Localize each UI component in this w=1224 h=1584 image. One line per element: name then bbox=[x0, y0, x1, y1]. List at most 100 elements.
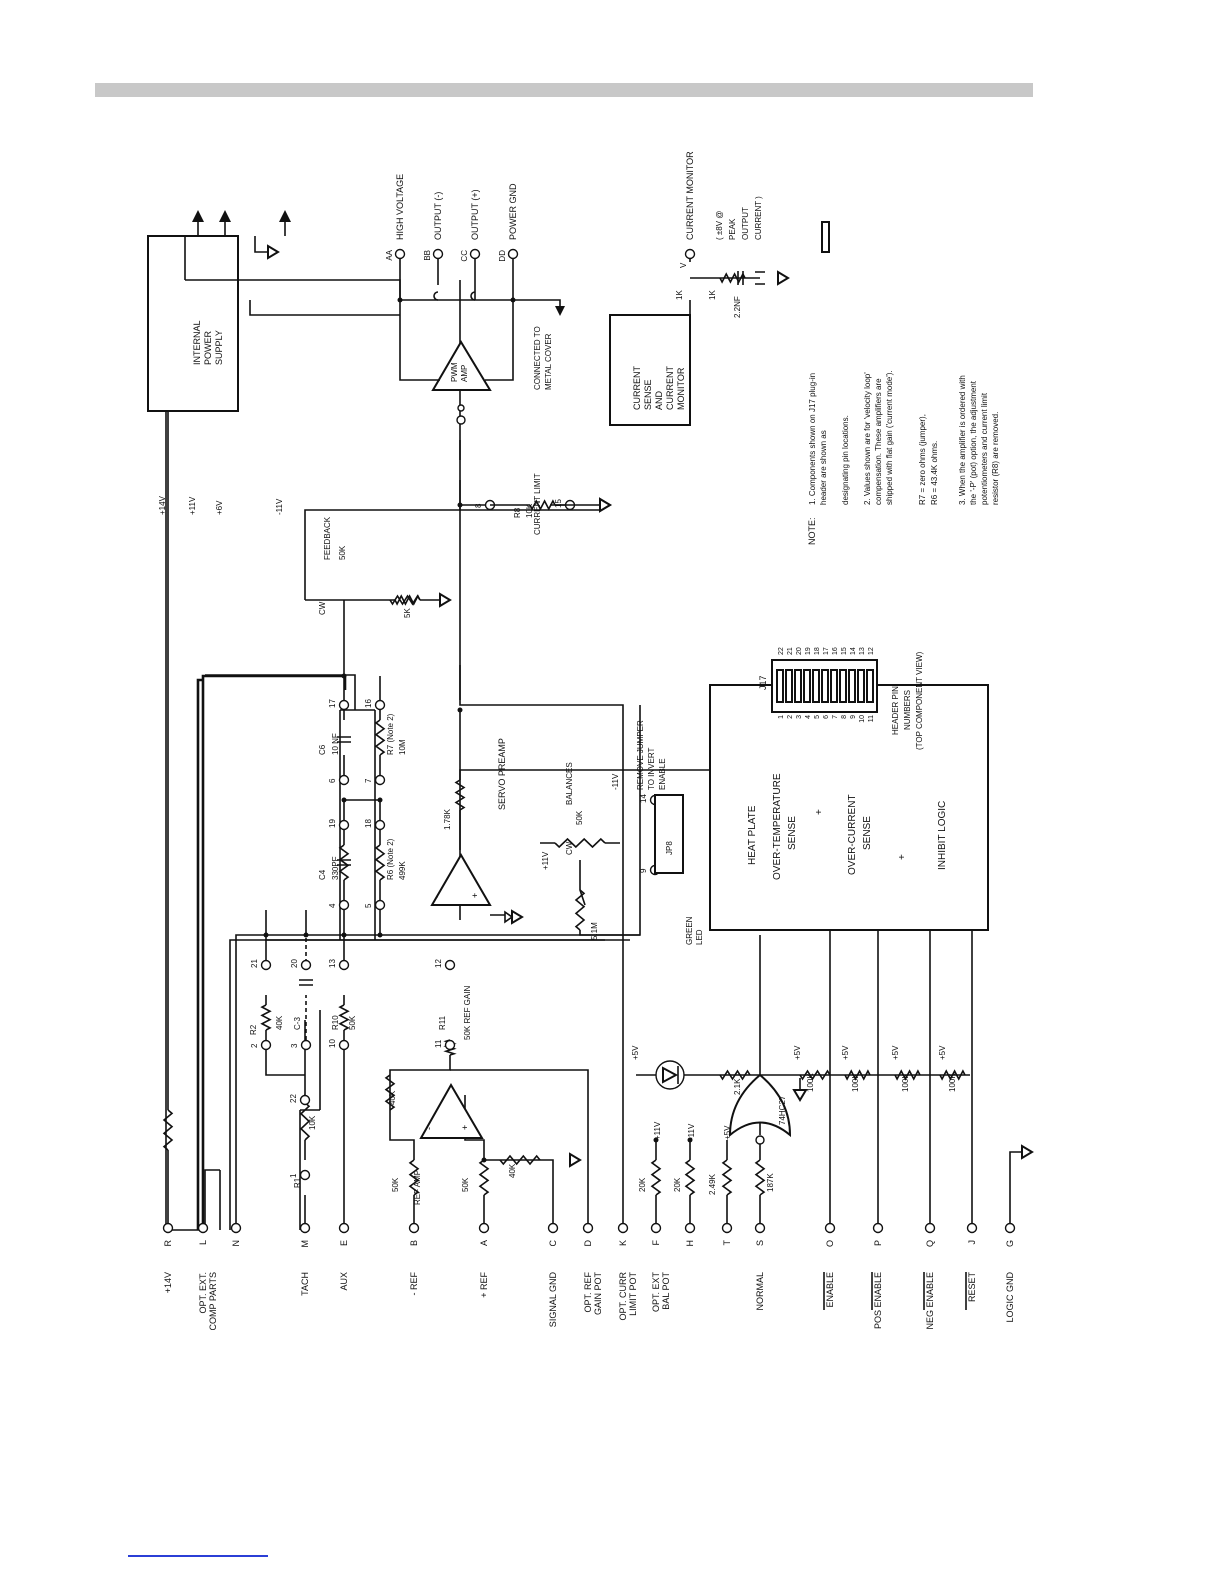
header-pin-22 bbox=[299, 1094, 311, 1106]
signal-label-currpot: OPT. CURRLIMIT POT bbox=[618, 1272, 638, 1321]
j17-left-pin-3: 3 bbox=[796, 715, 803, 719]
note-1b: designating pin locations. bbox=[841, 415, 850, 505]
r20a bbox=[650, 1159, 662, 1196]
r100c-label: 100K bbox=[901, 1073, 910, 1092]
header-pin-label-19: 19 bbox=[328, 819, 337, 828]
junction-dot bbox=[341, 932, 347, 938]
p5v-5: +5V bbox=[938, 1045, 947, 1060]
j17-caption-2: NUMBERS bbox=[903, 690, 912, 730]
header-pin-label-12: 12 bbox=[434, 959, 443, 968]
j17-slot bbox=[776, 669, 784, 703]
j17-left-pin-1: 1 bbox=[778, 715, 785, 719]
r50a-label: 50K bbox=[391, 1177, 400, 1192]
monitor-pin-letter: V bbox=[679, 262, 688, 268]
r10-name: R10 bbox=[331, 1015, 340, 1030]
header-pin-1 bbox=[299, 1169, 311, 1181]
r51m bbox=[574, 889, 586, 931]
edge-pin-j bbox=[966, 1222, 978, 1234]
signal-label-gainpot: OPT. REFGAIN POT bbox=[583, 1272, 603, 1316]
j17-left-pin-11: 11 bbox=[868, 715, 875, 722]
j17-slot bbox=[794, 669, 802, 703]
ground-icon bbox=[439, 592, 452, 608]
edge-pin-c bbox=[547, 1222, 559, 1234]
edge-pin-l bbox=[197, 1222, 209, 1234]
r-14v bbox=[162, 1109, 174, 1151]
header-pin-17 bbox=[338, 699, 350, 711]
junction-dot bbox=[341, 673, 347, 679]
logic-label-1: HEAT PLATE bbox=[747, 805, 758, 865]
servo-to-pwm bbox=[459, 440, 570, 850]
pin-letter-e: E bbox=[339, 1240, 349, 1246]
j17-left-pin-5: 5 bbox=[814, 715, 821, 719]
header-pin-10 bbox=[338, 1039, 350, 1051]
current-sense-label: CURRENTSENSEANDCURRENTMONITOR bbox=[632, 365, 686, 410]
r-5k: 5K bbox=[403, 608, 412, 618]
curlim-label: CURRENT LIMIT bbox=[533, 473, 542, 535]
output-label-0: HIGH VOLTAGE bbox=[395, 174, 405, 240]
junction-dot bbox=[687, 1137, 693, 1143]
green-led bbox=[636, 1060, 705, 1090]
r50b bbox=[478, 1159, 490, 1196]
note-2: 2. Values shown are for 'velocity loop'c… bbox=[863, 370, 894, 505]
junction-dot bbox=[377, 932, 383, 938]
signal-label-tach: TACH bbox=[300, 1272, 310, 1296]
bal-label: BALANCES bbox=[565, 762, 574, 805]
header-pin-19 bbox=[338, 819, 350, 831]
note-pin-icon bbox=[821, 221, 830, 253]
bal-pot bbox=[554, 837, 606, 849]
header-pin-label-13: 13 bbox=[328, 959, 337, 968]
gate-label: 74HC27 bbox=[778, 1095, 787, 1125]
wire-tach bbox=[299, 1010, 321, 1230]
j17-left-pin-4: 4 bbox=[805, 715, 812, 719]
monitor-r-label: 1K bbox=[708, 290, 717, 300]
r1-name: R1 bbox=[293, 1177, 302, 1188]
j17-right-pin-12: 12 bbox=[868, 647, 875, 655]
j17-slot bbox=[857, 669, 865, 703]
j17-right-pin-20: 20 bbox=[796, 647, 803, 655]
power-supply-label: INTERNALPOWERSUPPLY bbox=[192, 320, 224, 365]
j17-right-pin-14: 14 bbox=[850, 647, 857, 655]
rail-m11v: -11V bbox=[275, 498, 284, 515]
edge-pin-a bbox=[478, 1222, 490, 1234]
r187-label: 187K bbox=[766, 1173, 775, 1192]
header-pin-label-11: 11 bbox=[434, 1039, 443, 1048]
c4 bbox=[337, 859, 351, 866]
j17-right-pin-13: 13 bbox=[859, 647, 866, 655]
servo-preamp-label: SERVO PREAMP bbox=[497, 738, 507, 810]
monitor-label-3: PEAK bbox=[728, 218, 737, 240]
resistors bbox=[162, 270, 1034, 1196]
output-pin-letter-cc: CC bbox=[460, 250, 469, 262]
header-pin-label-16: 16 bbox=[364, 699, 373, 708]
header-pin-11 bbox=[444, 1039, 456, 1051]
monitor-c-label: 2.2NF bbox=[733, 296, 742, 318]
pwm-amp bbox=[431, 340, 492, 425]
j17-left-pin-2: 2 bbox=[787, 715, 794, 719]
p5v-2: +5V bbox=[793, 1045, 802, 1060]
header-pin-5 bbox=[374, 899, 386, 911]
pin-letter-h: H bbox=[685, 1240, 695, 1247]
compensation-network bbox=[265, 600, 381, 1040]
edge-pin-row bbox=[162, 1222, 1016, 1234]
j17-right-pin-15: 15 bbox=[841, 647, 848, 655]
j17-right-pin-21: 21 bbox=[787, 647, 794, 655]
pin-letter-m: M bbox=[300, 1240, 310, 1248]
signal-label-nref: - REF bbox=[409, 1272, 419, 1296]
p5v-4: +5V bbox=[891, 1045, 900, 1060]
svg-text:-: - bbox=[432, 895, 442, 898]
edge-pin-q bbox=[924, 1222, 936, 1234]
pin-letter-a: A bbox=[479, 1240, 489, 1246]
bal-m11v: -11V bbox=[611, 773, 620, 790]
j17-left-pin-7: 7 bbox=[832, 715, 839, 719]
m11v: -11V bbox=[687, 1123, 696, 1140]
r187 bbox=[754, 1159, 766, 1196]
r51m-label: 5.1M bbox=[590, 922, 599, 940]
svg-text:+: + bbox=[470, 893, 480, 898]
pin-letter-t: T bbox=[722, 1240, 732, 1246]
wire-comp-net bbox=[205, 674, 376, 940]
rail-14v: +14V bbox=[158, 495, 167, 515]
header-pin-label-18: 18 bbox=[364, 819, 373, 828]
pin-letter-k: K bbox=[618, 1240, 628, 1246]
